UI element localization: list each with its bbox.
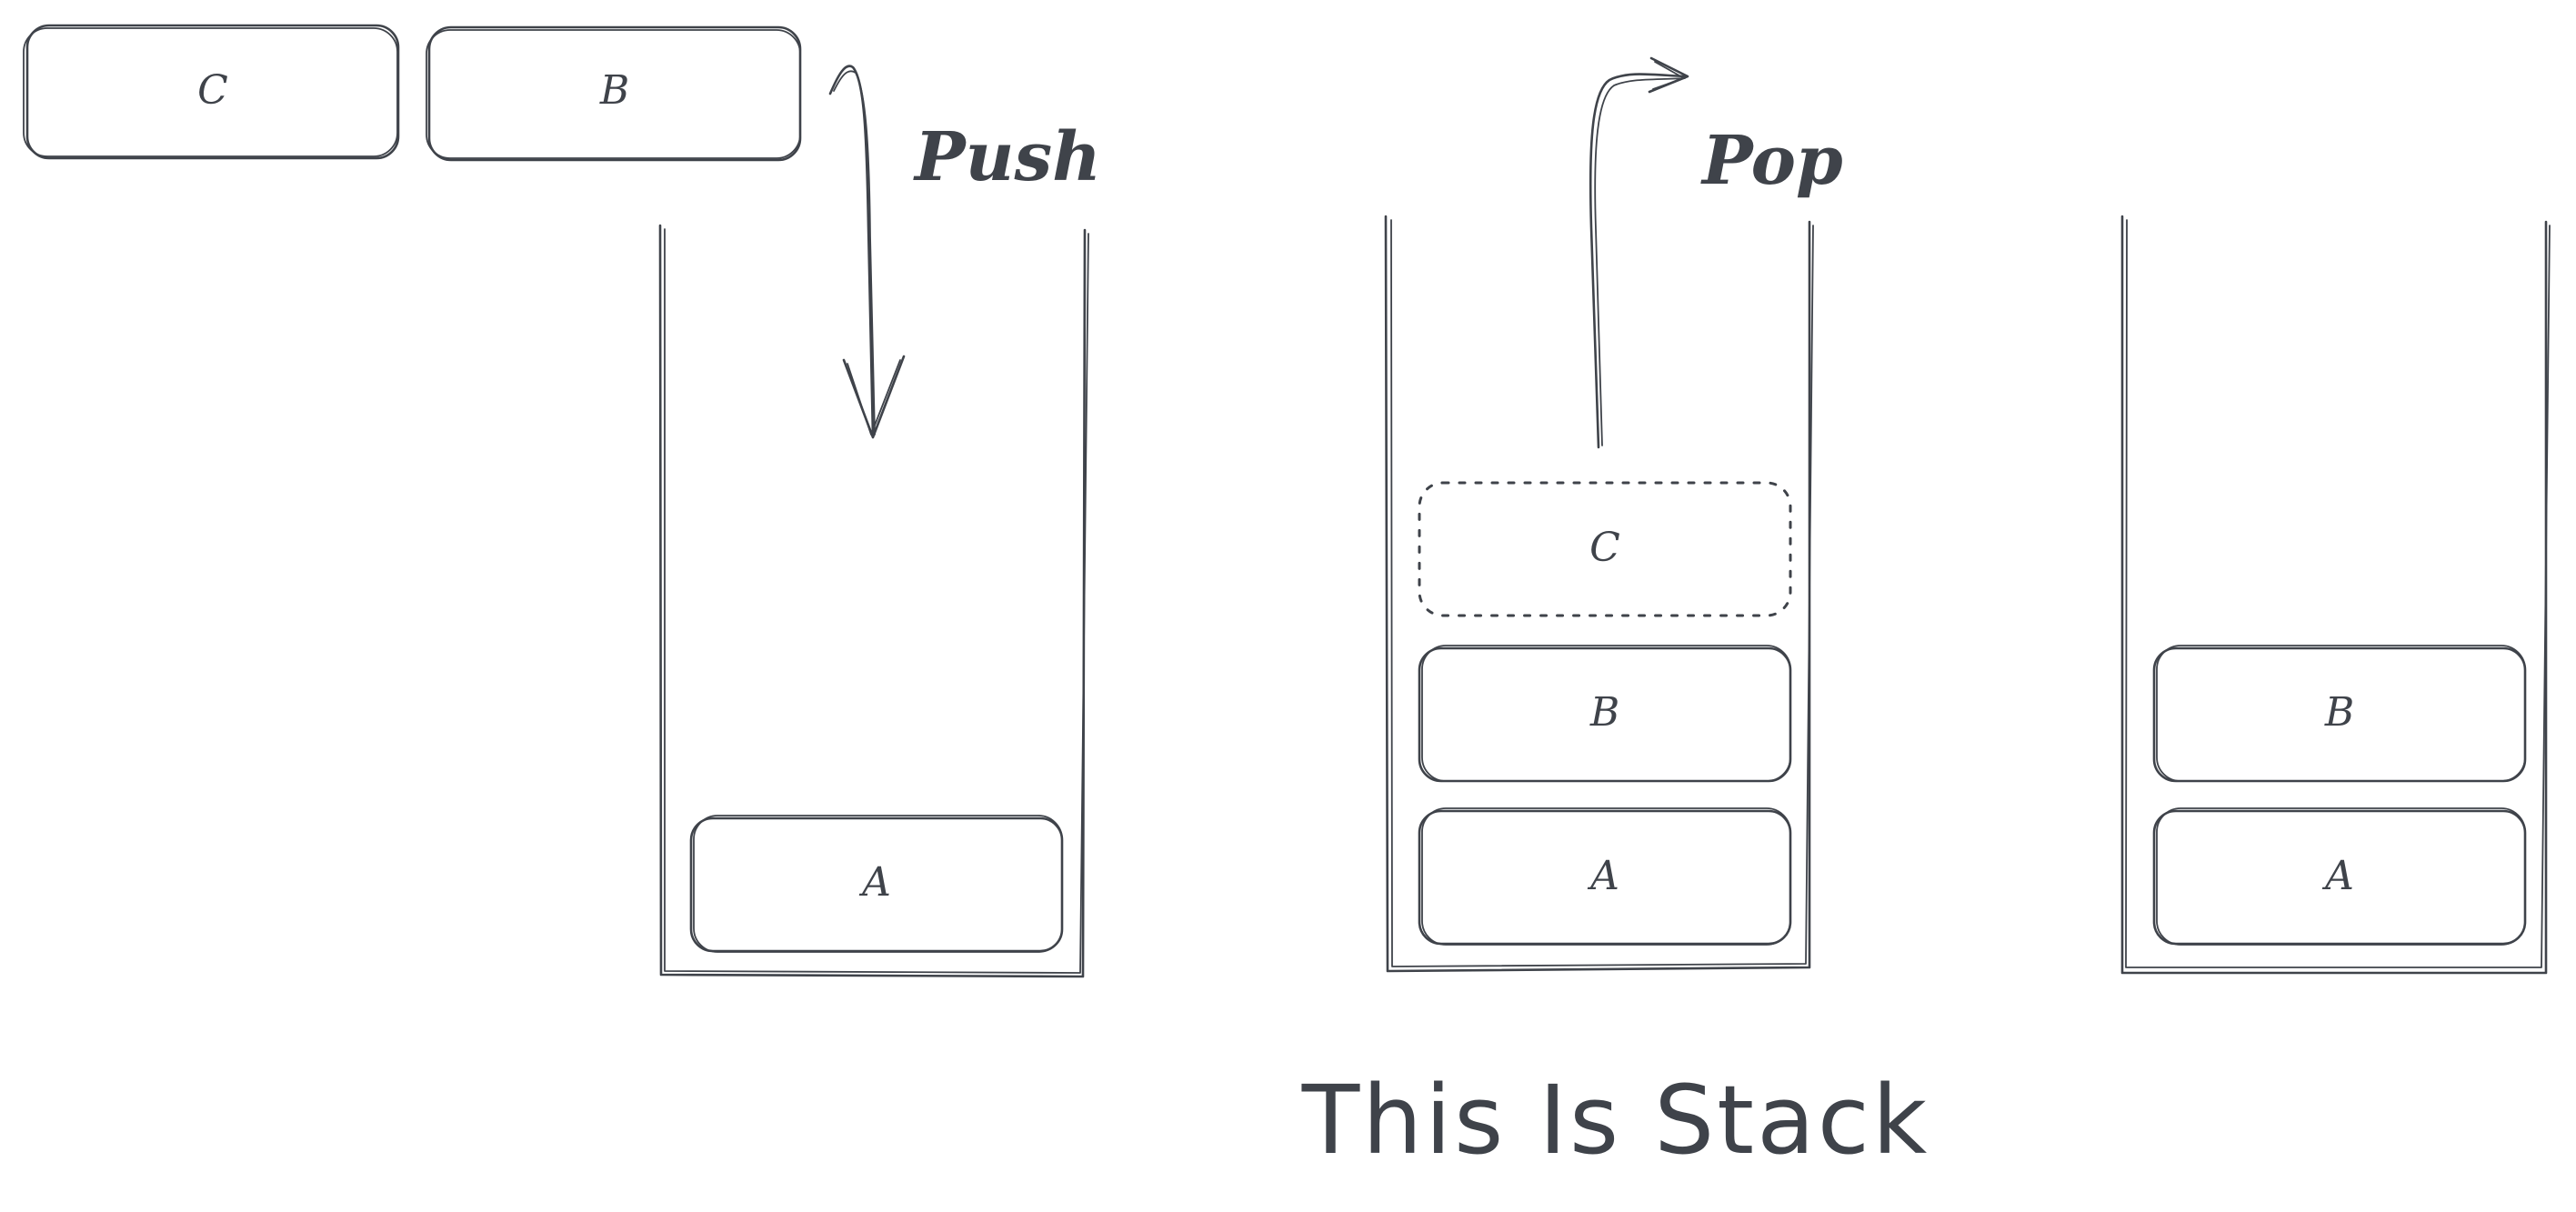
stack-pop-block-b: B — [1418, 645, 1792, 783]
stack-push-block-a: A — [689, 815, 1064, 953]
stack-pop-block-a-label: A — [1587, 853, 1619, 899]
stack-push-container — [658, 224, 1089, 978]
pop-arrow — [1589, 56, 1689, 449]
stack-pop-block-a: A — [1418, 807, 1792, 946]
push-label: Push — [913, 118, 1101, 196]
diagram-title: This Is Stack — [1301, 1065, 1929, 1176]
stack-pop-block-c-popped: C — [1418, 481, 1792, 617]
waiting-block-b: B — [426, 25, 802, 162]
pop-label: Pop — [1700, 122, 1843, 200]
stack-push-block-a-label: A — [858, 859, 891, 906]
stack-result-block-a-label: A — [2321, 853, 2354, 899]
stack-result-block-b: B — [2152, 645, 2527, 783]
stack-result-block-a: A — [2152, 807, 2527, 946]
waiting-block-c-label: C — [197, 67, 228, 114]
waiting-block-b-label: B — [599, 67, 629, 114]
waiting-block-c: C — [23, 24, 400, 160]
stack-pop-container — [1384, 215, 1814, 973]
stack-result-container — [2120, 215, 2551, 975]
push-arrow — [828, 65, 906, 439]
stack-result-block-b-label: B — [2324, 689, 2354, 736]
stack-pop-block-b-label: B — [1589, 689, 1619, 736]
stack-pop-block-c-label: C — [1589, 525, 1620, 571]
